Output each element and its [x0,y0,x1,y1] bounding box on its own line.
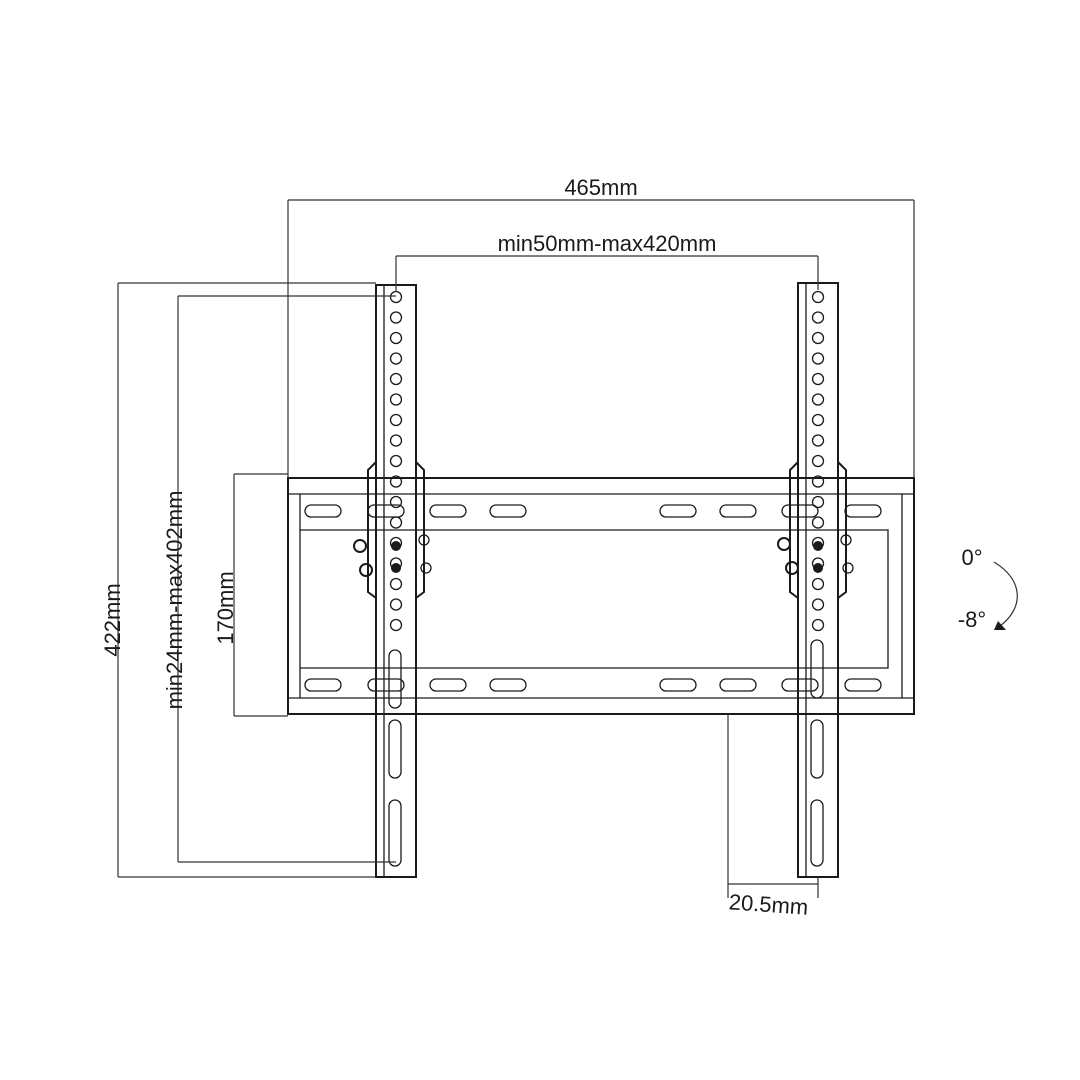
mounting-hole [389,393,403,406]
mounting-hole [389,290,403,304]
mounting-hole [811,598,825,611]
tilt-angle-top-label: 0° [961,545,982,570]
tilt-angle-bottom-label: -8° [958,607,986,632]
mounting-hole [811,393,825,406]
mounting-hole [811,372,825,386]
tilt-arrow-icon [994,621,1006,630]
right-mounting-arm [777,282,854,878]
mounting-hole [389,311,403,324]
overall-height-label: 422mm [100,583,125,656]
mounting-hole [811,290,825,304]
mounting-hole [811,311,825,324]
mounting-hole [389,516,403,529]
mounting-hole [389,577,403,591]
mounting-hole [389,495,403,509]
lower-slot-row [304,678,882,692]
mounting-hole [389,475,403,488]
mounting-hole [811,516,825,529]
mounting-hole [811,352,825,365]
mounting-hole [811,577,825,591]
mounting-hole [389,618,403,632]
left-arm-holes [389,290,403,632]
mounting-hole [811,434,825,447]
mounting-hole [811,475,825,488]
vertical-spacing-label: min24mm-max402mm [162,491,187,710]
wall-plate-outline [287,477,915,715]
mounting-hole [389,352,403,365]
mounting-hole [389,454,403,468]
dimension-overall-height: 422mm [100,282,376,878]
mounting-hole [389,434,403,447]
overall-width-label: 465mm [564,175,637,200]
hole-spacing-label: min50mm-max420mm [498,231,717,256]
wall-distance-label: 20.5mm [728,889,809,919]
dimension-plate-height: 170mm [213,473,288,717]
dimension-overall-width: 465mm [287,175,915,478]
tilt-arc [993,561,1018,627]
upper-slot-row [304,504,882,518]
left-mounting-arm [353,284,432,878]
mounting-hole [811,495,825,509]
plate-height-label: 170mm [213,571,238,644]
mounting-hole [811,331,825,345]
mounting-hole [389,413,403,427]
right-arm-holes [811,290,825,632]
tilt-indicator: 0° -8° [958,545,1018,632]
wall-plate [287,477,915,715]
mounting-hole [811,454,825,468]
mounting-hole [389,598,403,611]
mounting-hole [389,372,403,386]
right-arm-outline [797,282,839,878]
mounting-hole [811,618,825,632]
dimension-hole-spacing: min50mm-max420mm [395,231,819,292]
mounting-hole [811,413,825,427]
dimension-vertical-spacing: min24mm-max402mm [162,295,396,863]
dimension-wall-distance: 20.5mm [727,714,819,920]
mounting-hole [389,331,403,345]
